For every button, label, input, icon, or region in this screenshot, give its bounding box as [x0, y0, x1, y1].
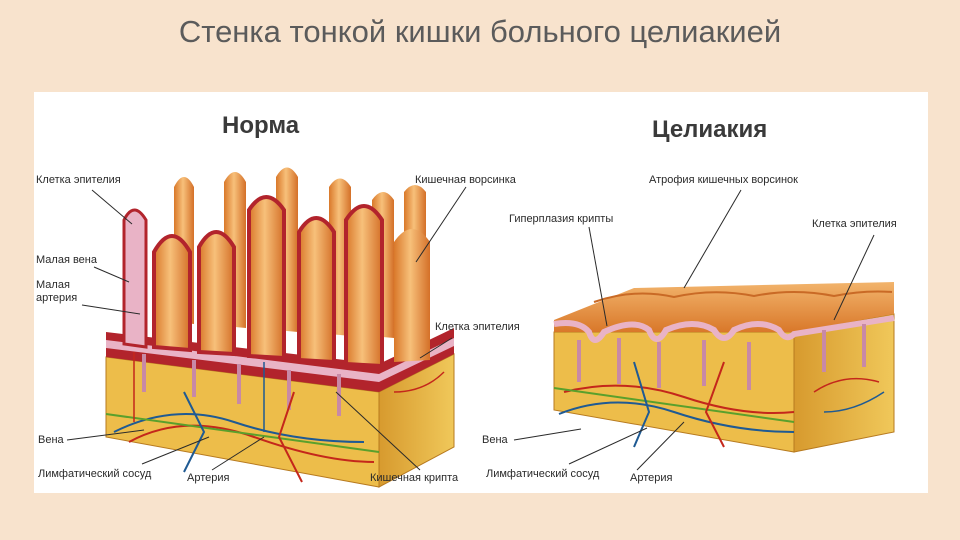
label-small-vein: Малая вена: [36, 254, 97, 266]
label-villus-atrophy: Атрофия кишечных ворсинок: [649, 174, 798, 186]
leader-lines: [66, 186, 875, 471]
celiac-tissue-block: [553, 282, 895, 453]
label-intestinal-crypt: Кишечная крипта: [370, 472, 459, 484]
label-small-artery: Малая артерия: [36, 279, 78, 304]
label-artery-celiac: Артерия: [630, 472, 673, 484]
label-epithelial-cell-normal: Клетка эпителия: [36, 174, 121, 186]
label-intestinal-villus: Кишечная ворсинка: [415, 174, 516, 186]
vessels-celiac: [553, 361, 885, 448]
normal-heading: Норма: [222, 112, 300, 139]
label-epithelial-cell-normal-2: Клетка эпителия: [435, 321, 520, 333]
label-artery-normal: Артерия: [187, 472, 230, 484]
vessels-normal: [105, 352, 445, 483]
label-vein-celiac: Вена: [482, 434, 508, 446]
label-epithelial-cell-celiac: Клетка эпителия: [812, 218, 897, 230]
normal-tissue-block: [105, 167, 455, 488]
label-lymphatic-vessel-normal: Лимфатический сосуд: [38, 468, 152, 480]
slide-title: Стенка тонкой кишки больного целиакией: [178, 14, 782, 49]
diagram-illustration: [66, 167, 895, 488]
diagram-panel: Норма Целиакия Клетка эпителия Малая вен…: [34, 92, 928, 493]
crypts-celiac: [577, 324, 866, 390]
label-lymphatic-vessel-celiac: Лимфатический сосуд: [486, 468, 600, 480]
label-crypt-hyperplasia: Гиперплазия крипты: [509, 213, 614, 225]
label-vein-normal: Вена: [38, 434, 64, 446]
celiac-heading: Целиакия: [652, 116, 768, 143]
villi-front: [122, 195, 430, 369]
